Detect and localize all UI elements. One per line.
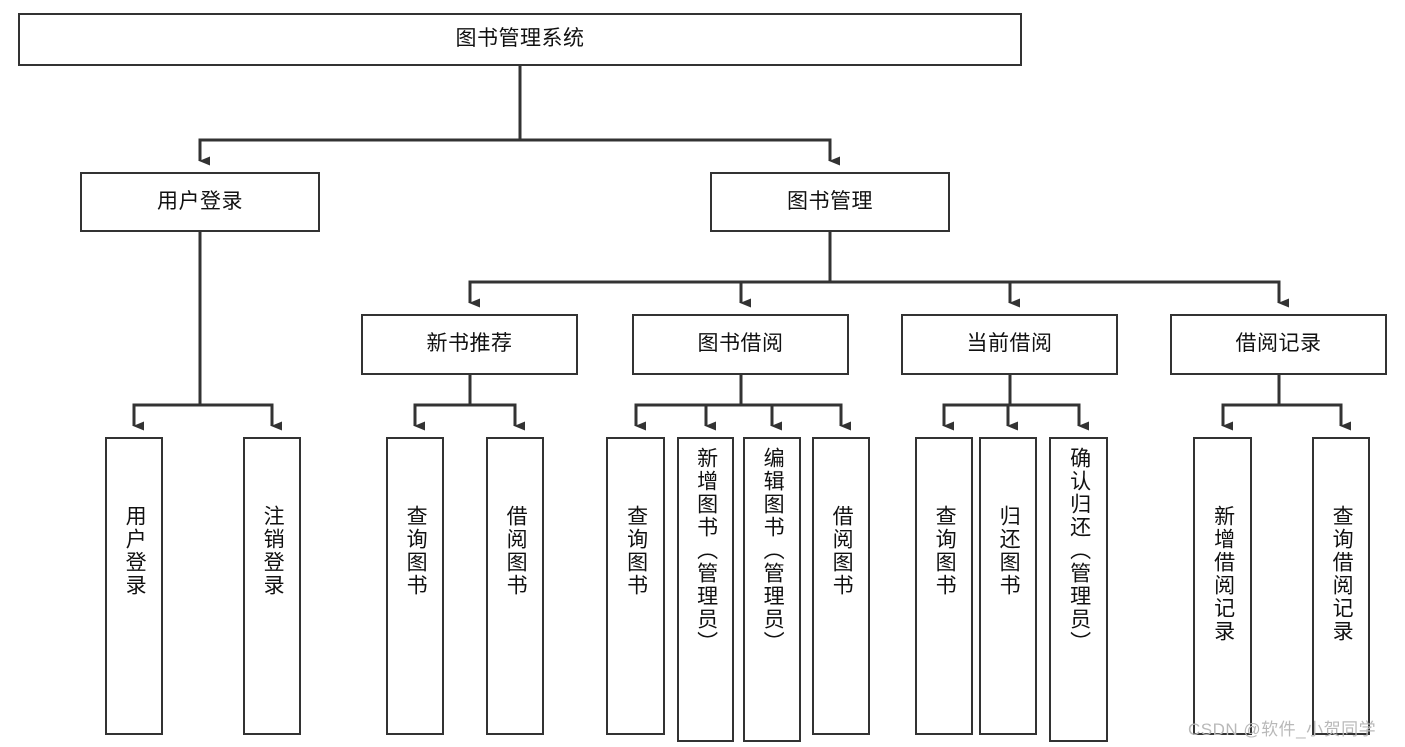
node-root[interactable]: 图书管理系统 bbox=[18, 13, 1022, 66]
connector-newbook-to-leaf_borrow_book_1 bbox=[470, 403, 525, 431]
connector-bookmgmt-to-records bbox=[830, 280, 1289, 308]
connector-records-to-leaf_add_record bbox=[1221, 403, 1279, 431]
node-login[interactable]: 用户登录 bbox=[80, 172, 320, 232]
node-current[interactable]: 当前借阅 bbox=[901, 314, 1118, 375]
connector-current-to-leaf_confirm_return bbox=[1010, 403, 1089, 431]
node-leaf_add_book[interactable]: 新增图书（管理员） bbox=[677, 437, 734, 742]
node-leaf_borrow_book_2[interactable]: 借阅图书 bbox=[812, 437, 870, 735]
connector-bookmgmt-to-newbook bbox=[468, 280, 830, 308]
connector-newbook-to-leaf_query_book_1 bbox=[413, 403, 470, 431]
connector-root-to-bookmgmt bbox=[520, 138, 840, 166]
node-leaf_query_record[interactable]: 查询借阅记录 bbox=[1312, 437, 1370, 735]
node-label: 查询图书 bbox=[404, 505, 428, 597]
node-label: 图书管理 bbox=[787, 189, 873, 213]
node-label: 新书推荐 bbox=[426, 332, 513, 356]
node-label: 用户登录 bbox=[123, 505, 147, 597]
node-leaf_borrow_book_1[interactable]: 借阅图书 bbox=[486, 437, 544, 735]
connector-borrow-to-leaf_add_book bbox=[704, 403, 741, 431]
node-label: 借阅记录 bbox=[1235, 332, 1322, 356]
node-leaf_add_record[interactable]: 新增借阅记录 bbox=[1193, 437, 1252, 735]
node-borrow[interactable]: 图书借阅 bbox=[632, 314, 849, 375]
connector-current-to-leaf_return_book bbox=[1006, 403, 1018, 431]
node-label: 编辑图书（管理员） bbox=[761, 447, 785, 654]
connector-current-to-leaf_query_book_3 bbox=[942, 403, 1010, 431]
node-leaf_user_login[interactable]: 用户登录 bbox=[105, 437, 163, 735]
node-label: 当前借阅 bbox=[966, 332, 1053, 356]
node-leaf_query_book_3[interactable]: 查询图书 bbox=[915, 437, 973, 735]
node-label: 查询借阅记录 bbox=[1330, 505, 1354, 643]
node-label: 新增图书（管理员） bbox=[694, 447, 718, 654]
connector-bookmgmt-to-borrow bbox=[739, 280, 830, 308]
node-label: 新增借阅记录 bbox=[1211, 505, 1235, 643]
connector-borrow-to-leaf_borrow_book_2 bbox=[741, 403, 851, 431]
node-label: 借阅图书 bbox=[830, 505, 854, 597]
node-label: 图书借阅 bbox=[697, 332, 784, 356]
connector-borrow-to-leaf_query_book_2 bbox=[634, 403, 741, 431]
node-label: 注销登录 bbox=[261, 505, 285, 597]
connector-borrow-to-leaf_edit_book bbox=[741, 403, 782, 431]
node-label: 图书管理系统 bbox=[455, 27, 585, 51]
node-leaf_confirm_return[interactable]: 确认归还（管理员） bbox=[1049, 437, 1108, 742]
node-leaf_logout[interactable]: 注销登录 bbox=[243, 437, 301, 735]
node-newbook[interactable]: 新书推荐 bbox=[361, 314, 578, 375]
node-label: 确认归还（管理员） bbox=[1067, 447, 1091, 654]
connector-root-to-login bbox=[198, 138, 520, 166]
node-label: 查询图书 bbox=[624, 505, 648, 597]
connector-login-to-leaf_user_login bbox=[132, 403, 200, 431]
connector-records-to-leaf_query_record bbox=[1279, 403, 1351, 431]
node-label: 借阅图书 bbox=[504, 505, 528, 597]
node-leaf_return_book[interactable]: 归还图书 bbox=[979, 437, 1037, 735]
node-bookmgmt[interactable]: 图书管理 bbox=[710, 172, 950, 232]
node-leaf_query_book_1[interactable]: 查询图书 bbox=[386, 437, 444, 735]
connector-bookmgmt-to-current bbox=[830, 280, 1020, 308]
node-label: 用户登录 bbox=[157, 189, 243, 213]
node-label: 归还图书 bbox=[997, 505, 1021, 597]
node-records[interactable]: 借阅记录 bbox=[1170, 314, 1387, 375]
connector-login-to-leaf_logout bbox=[200, 403, 282, 431]
node-leaf_edit_book[interactable]: 编辑图书（管理员） bbox=[743, 437, 801, 742]
node-leaf_query_book_2[interactable]: 查询图书 bbox=[606, 437, 665, 735]
node-label: 查询图书 bbox=[933, 505, 957, 597]
